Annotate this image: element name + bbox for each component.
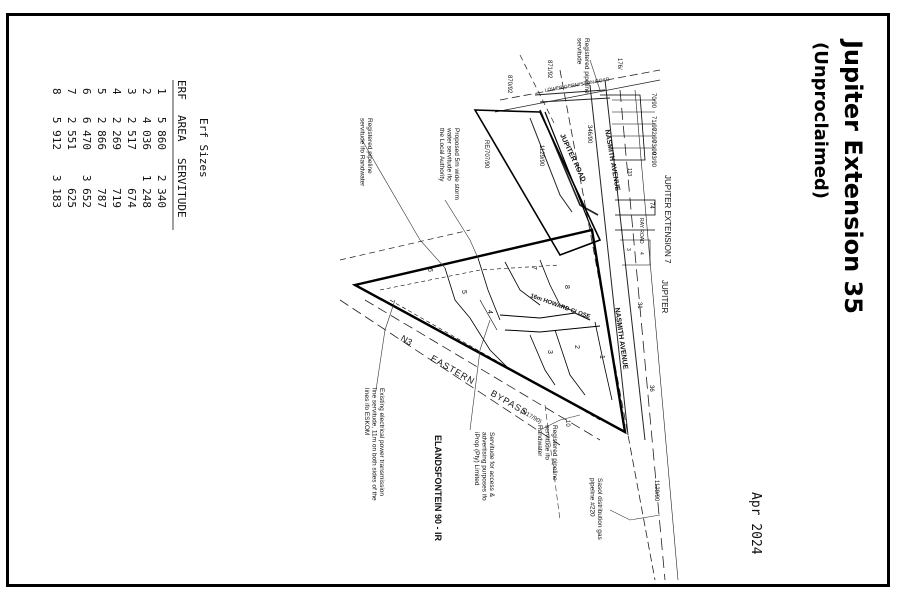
table-cell: 5 912 — [50, 117, 63, 150]
place-jupiter-ext7: JUPITER EXTENSION 7 — [663, 175, 672, 264]
ref-3: 3 — [625, 248, 631, 251]
annotation-leaders — [361, 59, 661, 521]
ref-1129-90: 1129/90 — [538, 145, 544, 167]
erf-number: 1 — [598, 355, 605, 359]
road-howard-close: 16m HOWARD CLOSE — [529, 293, 591, 320]
table-cell: 5 — [95, 88, 108, 95]
ref-70-90: 70/90 — [650, 93, 656, 109]
place-jupiter: JUPITER — [660, 280, 669, 314]
annotation-pipeline-bottom: Registered pipelineservitude ifoRandwate… — [536, 425, 558, 481]
site-boundary — [351, 228, 627, 435]
table-cell: 4 — [110, 88, 123, 95]
ref-36: 36 — [648, 385, 654, 392]
annotation-power-line: Existing electrical power transmissionli… — [363, 388, 385, 501]
place-labels: JUPITER EXTENSION 7 JUPITER ELANDSFONTEI… — [433, 175, 672, 542]
table-cell: 8 — [50, 88, 63, 95]
annotation-pipeline-top: Registered pipelineservitude — [576, 38, 591, 94]
ref-74: 74 — [648, 202, 654, 209]
ref-31: 31 — [636, 302, 642, 309]
ref-1129-90b: 1129/90 — [653, 480, 659, 502]
table-cell: 2 866 — [95, 117, 108, 150]
table-cell: 3 — [125, 88, 138, 95]
table-cell: 3 183 — [50, 175, 63, 208]
ref-71-90: 71/90 — [650, 116, 656, 132]
table-body: 1 5 860 2 340 2 4 036 1 248 3 2 517 674 4 2 269 719… — [50, 88, 168, 208]
road-labels: JUPITER ROAD NASMITH AVENUE NASMITH AVEN… — [399, 77, 644, 426]
servitude-annotations: Registered pipelineservitude Registered … — [359, 38, 604, 541]
table-cell: 625 — [65, 188, 78, 208]
table-cell: 3 652 — [80, 175, 93, 208]
ref-346-90: 346/90 — [586, 125, 592, 144]
table-col-area: AREA — [175, 115, 188, 142]
table-cell: 2 340 — [155, 175, 168, 208]
road-eastern: EASTERN — [429, 353, 477, 386]
annotation-pipeline-left: Registered pipelineservitude ifo Randwat… — [359, 118, 374, 187]
drawing-frame — [6, 13, 890, 587]
plan-date: Apr 2024 — [748, 492, 763, 555]
table-cell: 2 269 — [110, 117, 123, 150]
table-cell: 2 — [140, 88, 153, 95]
road-lines — [339, 54, 679, 581]
annotation-storm-water: Proposed 5m wide stormwater servitude if… — [438, 127, 460, 200]
table-col-erf: ERF — [175, 80, 188, 100]
ref-re707-90: RE/707/90 — [483, 140, 489, 169]
upper-parcels — [473, 94, 656, 266]
road-nasmith-avenue-lower: NASMITH AVENUE — [613, 307, 629, 370]
plan-subtitle: (Unproclaimed) — [810, 42, 831, 199]
ref-73-90: 73/90 — [650, 140, 656, 156]
place-elandsfontein: ELANDSFONTEIN 90 - IR — [433, 435, 443, 542]
table-cell: 2 517 — [125, 117, 138, 150]
table-heading: Erf Sizes — [197, 118, 210, 178]
table-cell: 5 860 — [155, 117, 168, 150]
road-ray-road: RAY ROAD — [638, 218, 644, 244]
erf-reference-labels: 176/ 871/92 870/92 346/90 1129/90 RE/707… — [483, 58, 659, 502]
erf-number: 8 — [563, 285, 570, 289]
erf-number: 7 — [530, 266, 537, 270]
table-cell: 4 036 — [140, 117, 153, 150]
road-nasmith-avenue-upper: NASMITH AVENUE — [603, 129, 621, 192]
table-cell: 7 — [65, 88, 78, 95]
ref-176: 176/ — [616, 58, 622, 70]
table-cell: 787 — [95, 188, 108, 208]
plan-title: Jupiter Extension 35 — [839, 38, 867, 314]
table-cell: 2 551 — [65, 117, 78, 150]
erf-number: 6 — [426, 268, 433, 272]
erf-sizes-table: Erf Sizes ERF AREA SERVITUDE 1 5 860 2 340… — [50, 80, 210, 230]
table-cell: 719 — [110, 188, 123, 208]
ref-10: 10 — [564, 420, 570, 427]
road-bypass-ref: (N17/90) — [519, 409, 542, 426]
erf-number-labels: 1 2 3 4 5 6 7 8 — [426, 266, 605, 359]
road-jupiter-road: JUPITER ROAD — [558, 133, 586, 183]
ref-72-90: 72/90 — [650, 128, 656, 144]
annotation-gas-pipeline: Sasol distribution gaspipeline #220 — [589, 478, 604, 541]
ref-871-92: 871/92 — [546, 60, 552, 79]
ref-870-92: 870/92 — [506, 75, 512, 94]
ref-133: 133 — [626, 168, 632, 177]
table-cell: 674 — [125, 188, 138, 208]
ref-93-90: 93/90 — [650, 152, 656, 168]
table-cell: 6 470 — [80, 117, 93, 150]
road-n3: N3 — [399, 333, 414, 347]
erf-number: 5 — [460, 290, 467, 294]
erf-number: 3 — [546, 350, 553, 354]
erf-number: 4 — [486, 310, 493, 314]
annotation-access-servitude: Servitude for access &advertising purpos… — [473, 432, 495, 501]
table-cell: 6 — [80, 88, 93, 95]
erf-number: 2 — [573, 345, 580, 349]
table-cell: 1 248 — [140, 175, 153, 208]
table-cell: 1 — [155, 88, 168, 95]
ref-4: 4 — [638, 252, 644, 255]
table-col-servitude: SERVITUDE — [175, 158, 188, 218]
title-block: Jupiter Extension 35 (Unproclaimed) Apr … — [748, 38, 867, 555]
